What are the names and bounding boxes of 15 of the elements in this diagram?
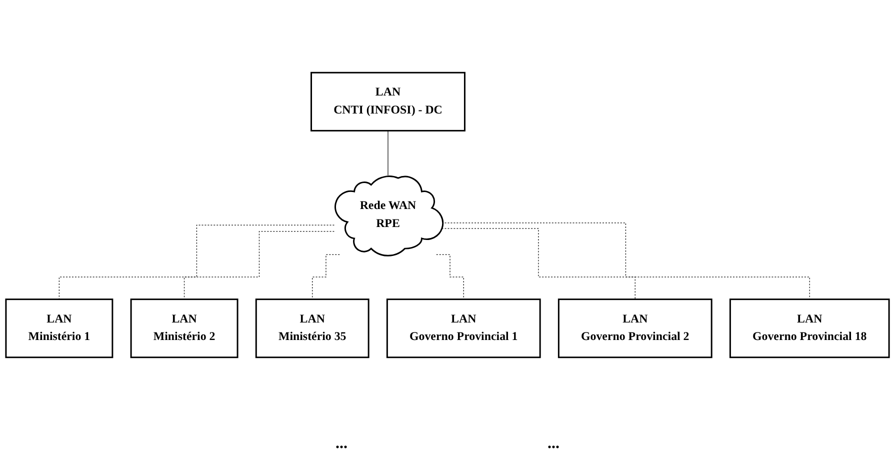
connector [441,222,810,300]
connector [441,228,636,300]
node-box: LAN Ministério 1 [5,298,114,358]
node-box: LAN CNTI (INFOSI) - DC [310,72,466,132]
ellipsis-text: ... [336,435,348,453]
node-box: LAN Governo Provincial 2 [558,298,712,358]
node-box: LAN Governo Provincial 1 [386,298,541,358]
node-box: LAN Ministério 2 [130,298,238,358]
connector [58,224,335,300]
connector [312,254,340,300]
connector [184,231,335,300]
node-box: LAN Ministério 35 [255,298,370,358]
ellipsis-text: ... [548,435,560,453]
connector [436,254,464,300]
node-box: LAN Governo Provincial 18 [729,298,890,358]
